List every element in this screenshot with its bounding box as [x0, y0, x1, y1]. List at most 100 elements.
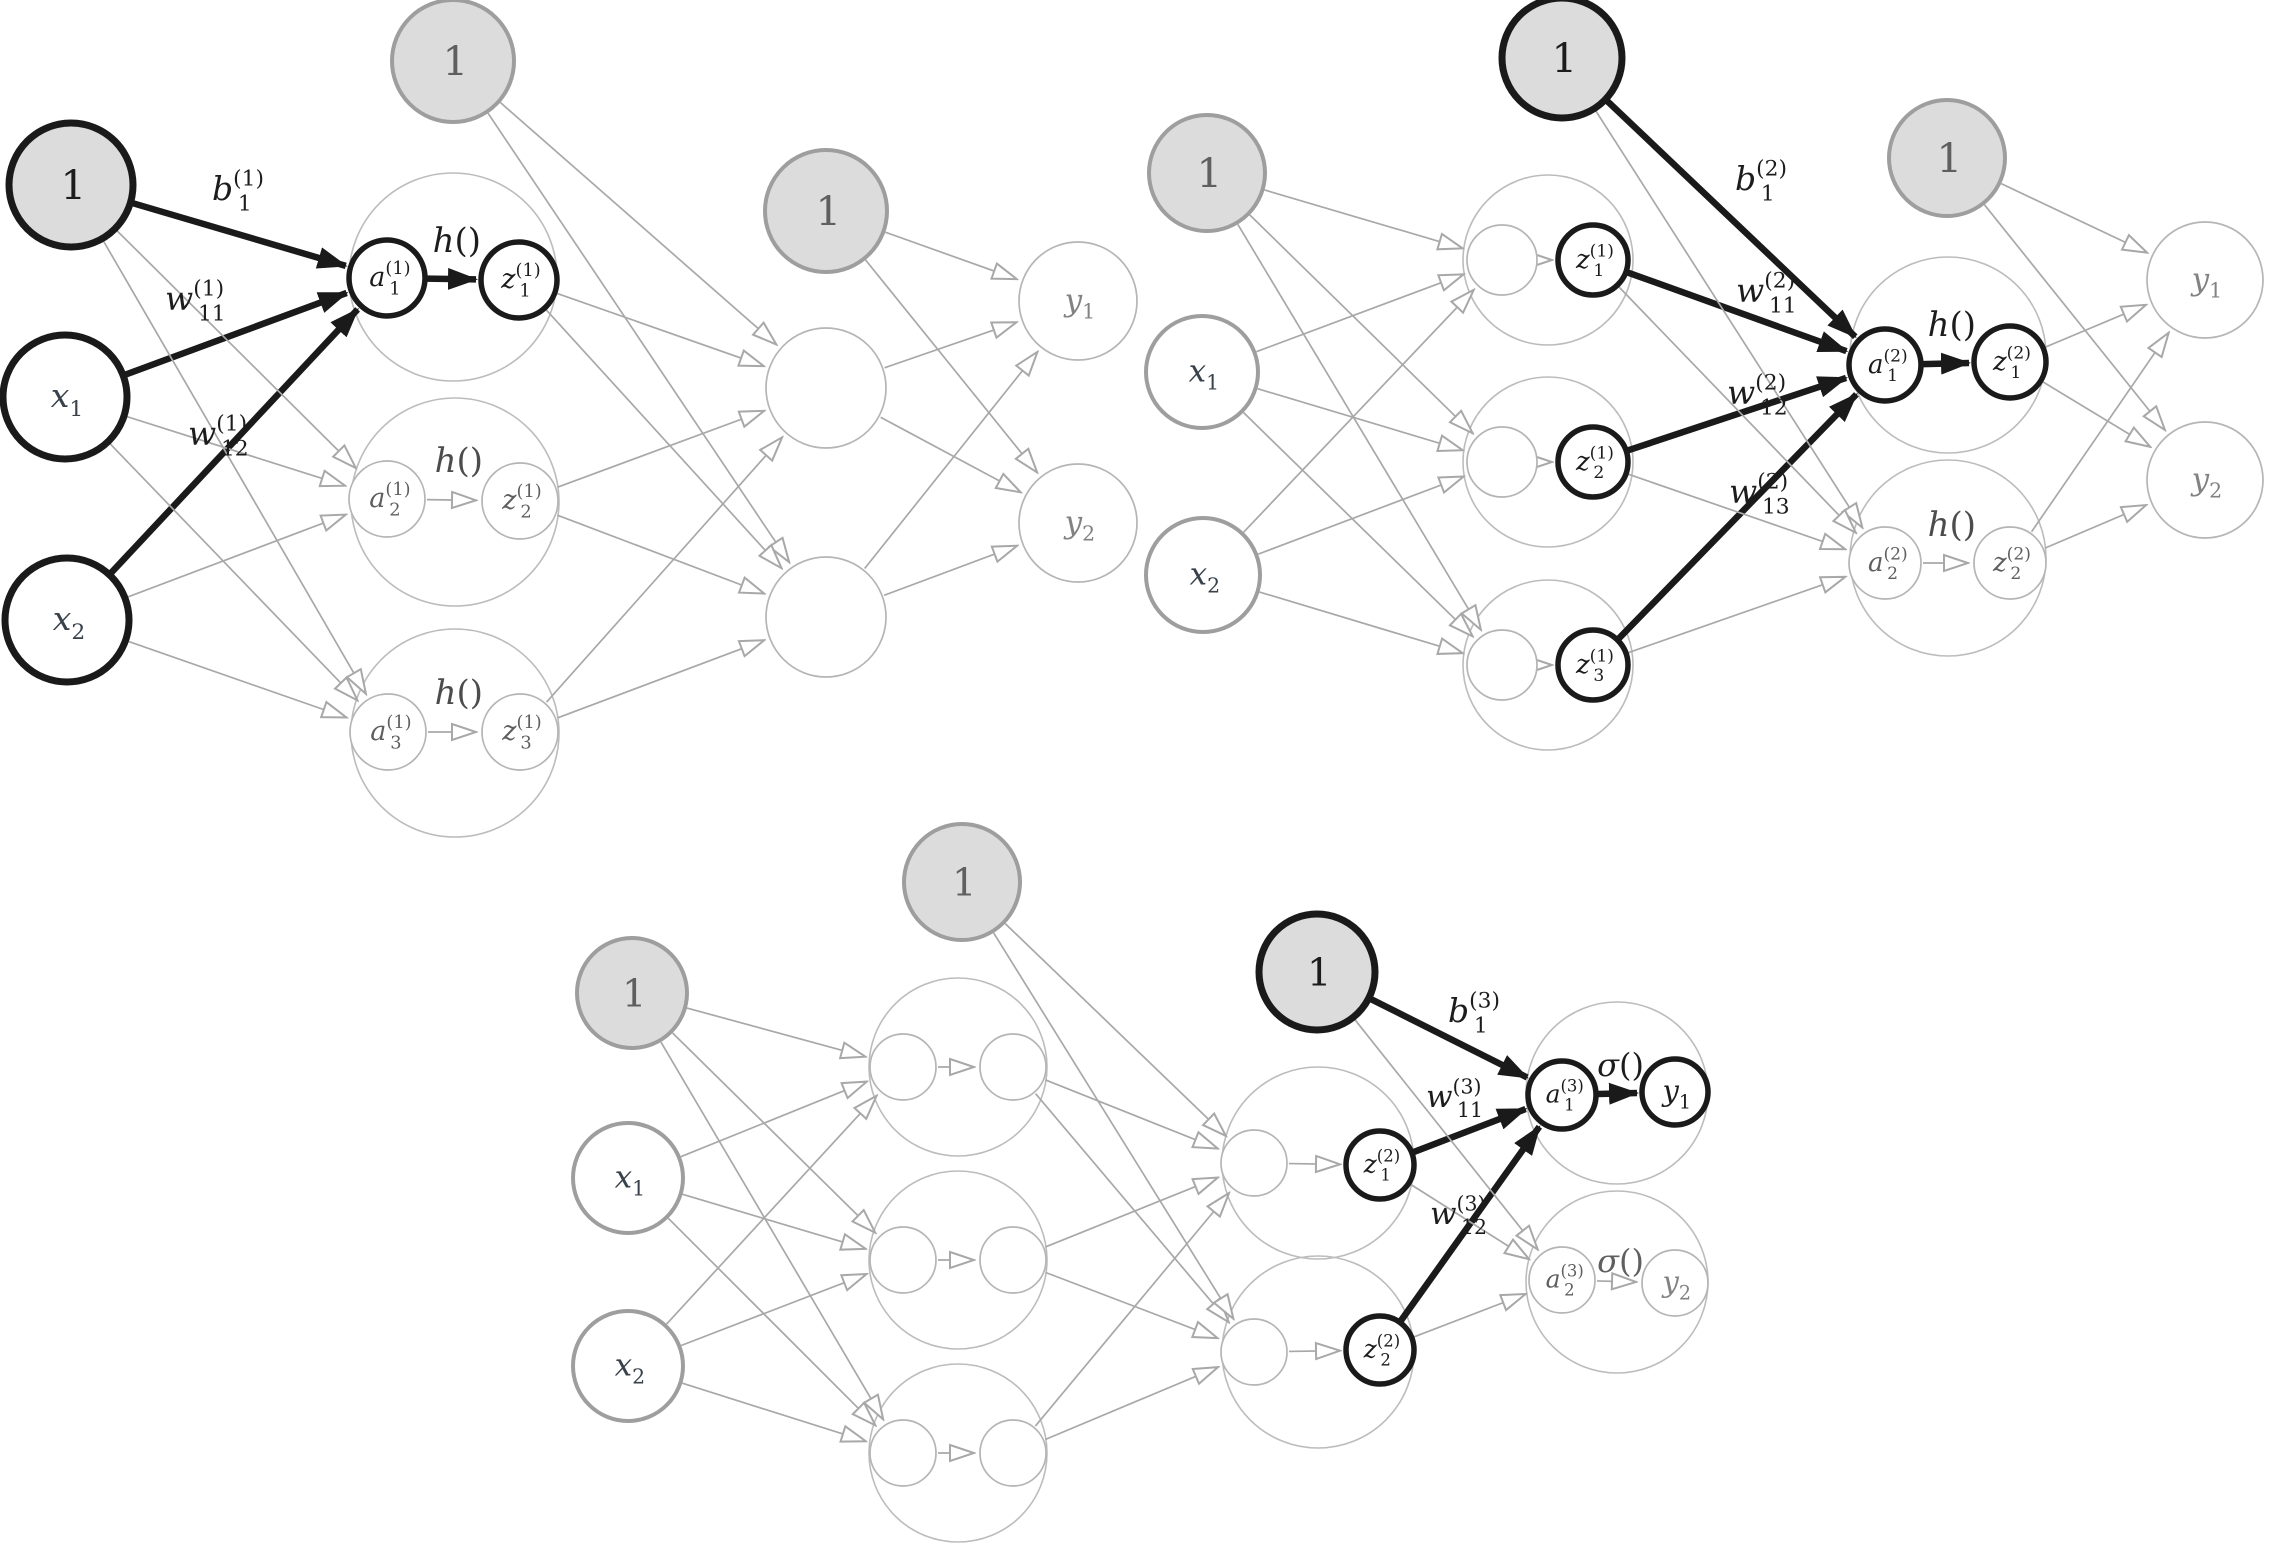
edge-p2-z3-to-p2-a22: [1627, 577, 1845, 654]
p1-y1-label: y1: [1063, 282, 1096, 323]
label-w13-2: w(2)13: [1729, 469, 1790, 519]
p1-u2-node: [765, 556, 887, 678]
edge-p3-g2b-to-p3-u2a: [1045, 1271, 1218, 1338]
p3-bias-h2-node: [1255, 910, 1379, 1034]
edge-p3-bias-h1-to-p3-u1a: [1004, 922, 1226, 1136]
p2-z22-node: [1973, 526, 2047, 600]
edge-p1-a2-to-p1-z2: [426, 500, 476, 501]
edge-p3-z22-to-p3-a13: [1398, 1124, 1542, 1323]
edge-p1-x2-to-p1-a2: [126, 515, 346, 599]
edge-p3-x2-to-p3-g1a: [665, 1096, 877, 1325]
p3-g3b-node: [979, 1419, 1047, 1487]
p3-g3a-node: [869, 1419, 937, 1487]
p2-y1-label: y1: [2190, 261, 2223, 302]
edge-p2-x2-to-p2-a1e: [1243, 290, 1474, 533]
edge-p3-x1-to-p3-g3a: [667, 1217, 875, 1425]
p3-a23-node: [1528, 1246, 1596, 1314]
p2-z1-label: z(1)1: [1575, 241, 1614, 281]
edge-p1-x1-to-p1-a1: [123, 289, 349, 378]
edge-p2-x1-to-p2-a1e: [1256, 274, 1463, 353]
edge-p1-x1-to-p1-a3: [108, 442, 357, 700]
p1-u1-node: [765, 327, 887, 449]
p2-y1-node: [2146, 221, 2264, 339]
p1-bias-in-node: [5, 119, 137, 251]
p2-y2-label: y2: [2190, 461, 2223, 502]
edge-p3-x1-to-p3-g2a: [682, 1193, 866, 1249]
p1-x2-label: x2: [53, 599, 85, 645]
edge-p1-bias-in-to-p1-a2: [115, 229, 355, 468]
edge-p1-x2-to-p1-a3: [127, 640, 346, 717]
p2-g2-group-circle: [1462, 376, 1634, 548]
p1-y2-label: y2: [1063, 504, 1096, 545]
edge-p3-u2a-to-p3-z22: [1288, 1351, 1340, 1352]
label-b1-1: b(1)1: [212, 166, 264, 216]
edge-p1-z2-to-p1-u1: [557, 411, 765, 488]
p3-y1-label: y1: [1660, 1074, 1691, 1114]
p2-a22-node: [1848, 526, 1922, 600]
p1-z2-label: z(1)2: [501, 481, 541, 523]
p2-bias-h1-label: 1: [1552, 36, 1577, 82]
edge-p2-x2-to-p2-a3e: [1259, 591, 1462, 653]
p1-z1-label: z(1)1: [500, 260, 540, 302]
label-w11-2: w(2)11: [1736, 268, 1797, 318]
label-h-13: h(): [435, 673, 483, 713]
edge-p1-u2-to-p1-y2: [883, 546, 1017, 597]
p2-bias-in-node: [1147, 113, 1267, 233]
p2-x1-label: x1: [1189, 353, 1220, 394]
p3-y2-node: [1641, 1249, 1709, 1317]
edge-p2-bias-in-to-p2-a3e: [1237, 224, 1481, 629]
label-h-11: h(): [433, 221, 481, 261]
edge-p2-x1-to-p2-a3e: [1242, 411, 1472, 637]
p3-g2a-node: [869, 1226, 937, 1294]
p3-bias-h1-label: 1: [952, 860, 976, 904]
edge-p3-a23-to-p3-y2: [1596, 1281, 1636, 1282]
edge-p2-z12-to-p2-y1: [2044, 305, 2146, 349]
label-w11-3: w(3)11: [1426, 1074, 1483, 1122]
edge-p3-x2-to-p3-g3a: [682, 1382, 865, 1441]
p1-y1-node: [1018, 241, 1138, 361]
p1-x2-node: [1, 554, 133, 686]
edge-p1-a1-to-p1-z1: [426, 267, 479, 290]
p1-bias-h2-label: 1: [816, 189, 841, 235]
p2-z1-node: [1555, 222, 1631, 298]
edge-p2-z1-to-p2-a12: [1626, 269, 1849, 355]
label-sigma-1: σ(): [1597, 1046, 1644, 1084]
edge-p2-bias-h1-to-p2-a22: [1594, 109, 1862, 527]
p3-u1a-node: [1220, 1129, 1288, 1197]
edge-p2-bias-in-to-p2-a2e: [1249, 214, 1473, 433]
p1-a3-label: a(1)3: [370, 712, 411, 754]
label-h-22: h(): [1928, 505, 1976, 545]
p3-a13-node: [1525, 1058, 1599, 1132]
p3-g2b-node: [979, 1226, 1047, 1294]
p2-z22-label: z(2)2: [1992, 544, 2031, 584]
p3-x2-label: x2: [615, 1347, 646, 1388]
edge-p1-z3-to-p1-u1: [545, 437, 783, 703]
edge-p2-z12-to-p2-y2: [2042, 380, 2151, 447]
label-b1-3: b(3)1: [1448, 988, 1500, 1038]
edge-p1-z1-to-p1-u1: [556, 292, 764, 366]
p3-g3-group-circle: [868, 1363, 1048, 1543]
p3-bias-in-node: [575, 936, 689, 1050]
edge-p1-bias-h2-to-p1-y2: [864, 259, 1038, 472]
p3-g1a-node: [869, 1033, 937, 1101]
edge-p1-u1-to-p1-y1: [884, 322, 1017, 369]
p1-z3-node: [481, 693, 559, 771]
p2-a2e-node: [1466, 426, 1538, 498]
p2-a1e-node: [1466, 224, 1538, 296]
p3-y2-label: y2: [1660, 1265, 1691, 1305]
p1-bias-in-label: 1: [61, 163, 86, 209]
p3-x1-label: x1: [615, 1159, 646, 1200]
p2-x1-node: [1144, 314, 1260, 430]
p2-z2-label: z(1)2: [1575, 443, 1614, 483]
p3-z22-label: z(2)2: [1363, 1332, 1401, 1370]
edge-p2-z22-to-p2-y1: [2030, 333, 2169, 533]
edge-p3-bias-in-to-p3-g1a: [686, 1007, 865, 1057]
p3-g1b-node: [979, 1033, 1047, 1101]
p1-a1-node: [346, 237, 428, 319]
edge-p3-z22-to-p3-a23: [1413, 1294, 1526, 1338]
p1-a1-label: a(1)1: [369, 258, 410, 300]
